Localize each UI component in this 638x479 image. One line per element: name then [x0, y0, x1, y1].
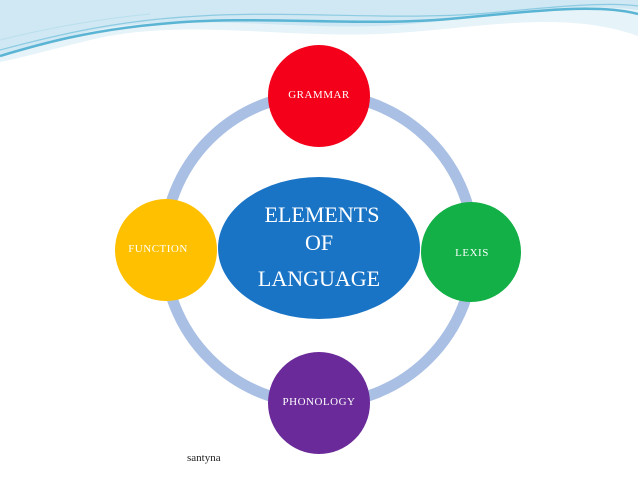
node-grammar-label: GRAMMAR	[288, 89, 350, 101]
node-phonology-label: PHONOLOGY	[283, 396, 356, 408]
header-wave-decoration	[0, 0, 638, 62]
center-label-line3: LANGUAGE	[258, 266, 380, 291]
center-node: ELEMENTS OF LANGUAGE	[218, 177, 420, 319]
node-phonology: PHONOLOGY	[268, 352, 370, 454]
node-function: FUNCTION	[115, 199, 217, 301]
footer-author: santyna	[187, 452, 221, 464]
node-function-label: FUNCTION	[128, 243, 188, 255]
center-label-line2: OF	[305, 230, 333, 255]
node-grammar: GRAMMAR	[268, 45, 370, 147]
center-label-line1: ELEMENTS	[265, 202, 380, 227]
node-lexis-label: LEXIS	[455, 247, 489, 259]
node-lexis: LEXIS	[421, 202, 521, 302]
